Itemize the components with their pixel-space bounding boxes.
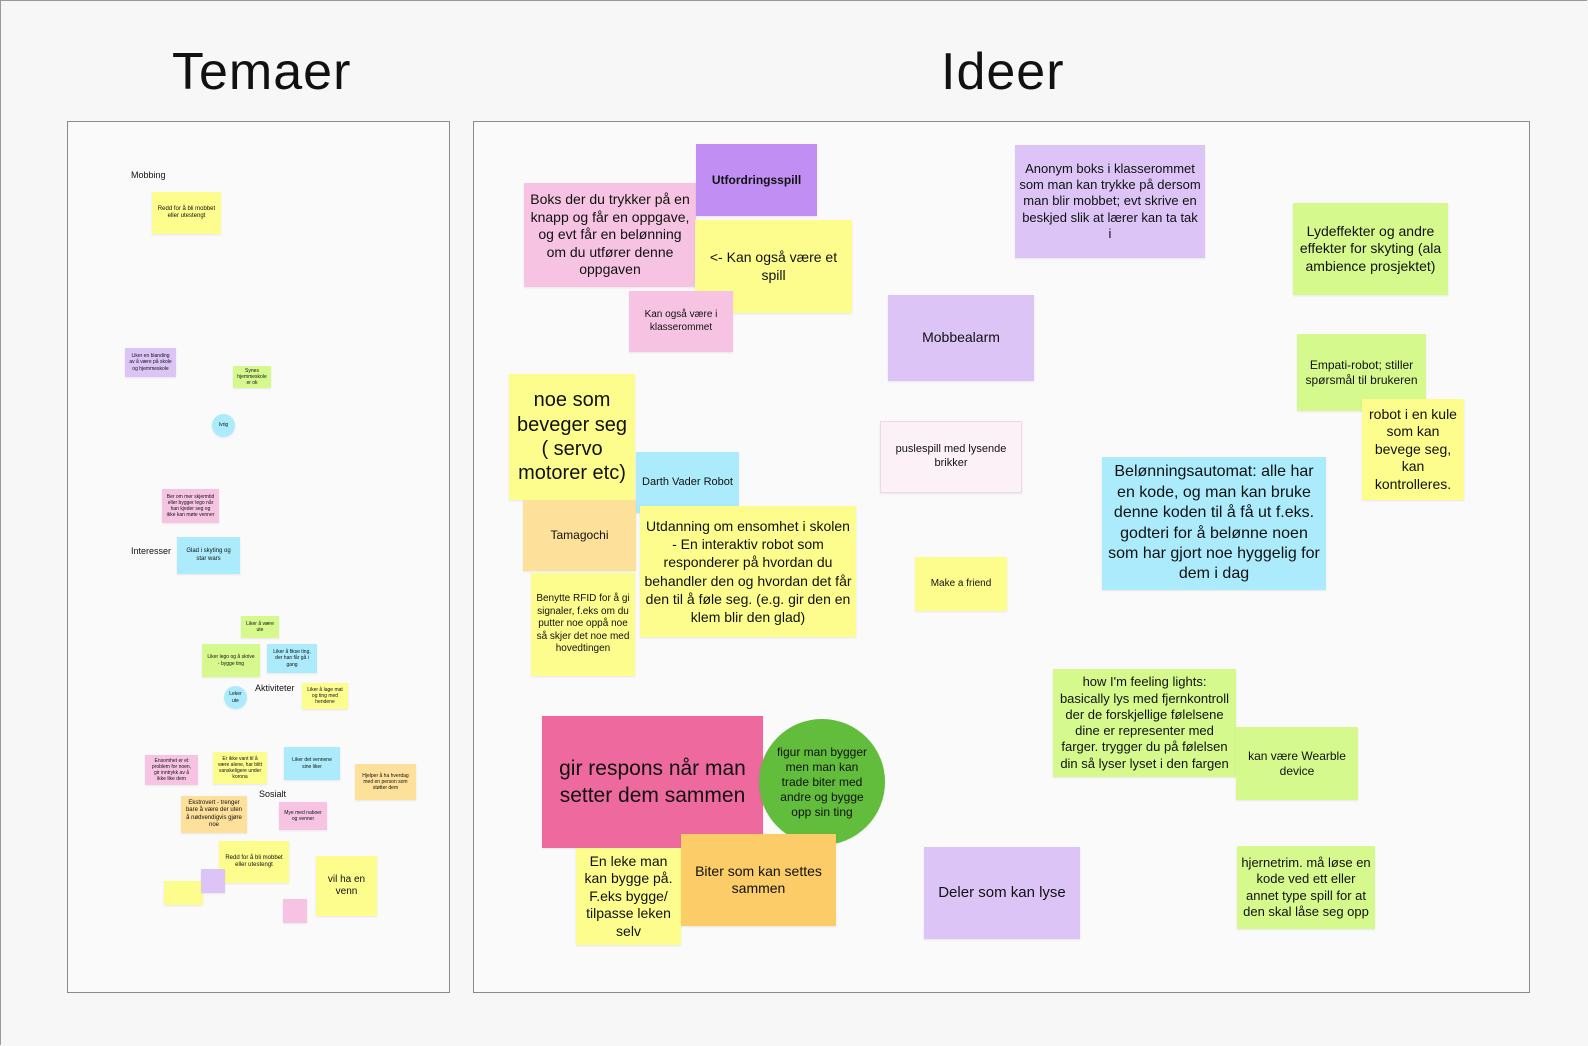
sticky-note[interactable]: Mye med naboer og venner [279, 802, 327, 830]
sticky-note[interactable]: Ensomhet er et problem for noen, gir inn… [145, 755, 198, 785]
sticky-note[interactable]: hjernetrim. må løse en kode ved ett elle… [1237, 846, 1375, 929]
sticky-note[interactable]: kan være Wearble device [1236, 727, 1358, 800]
heading-temaer: Temaer [172, 43, 352, 101]
sticky-note[interactable]: Liker å være ute [241, 616, 279, 638]
sticky-note[interactable]: Kan også være i klasserommet [629, 291, 733, 352]
sticky-note-empty[interactable] [164, 881, 203, 905]
sticky-note[interactable]: vil ha en venn [316, 856, 377, 916]
sticky-note[interactable]: Tamagochi [523, 500, 636, 571]
sticky-note[interactable]: Utfordringsspill [696, 144, 817, 216]
sticky-note[interactable]: Anonym boks i klasserommet som man kan t… [1015, 145, 1205, 258]
sticky-note[interactable]: Glad i skyting og star wars [177, 537, 240, 574]
sticky-note[interactable]: Boks der du trykker på en knapp og får e… [524, 183, 696, 287]
sticky-note[interactable]: Liker å lage mat og ting med hendene [302, 683, 348, 709]
sticky-note[interactable]: Liker det vennene sine liker [284, 747, 340, 780]
sticky-note[interactable]: Redd for å bli mobbet eller utestengt [219, 841, 289, 883]
sticky-note[interactable]: Utdanning om ensomhet i skolen - En inte… [640, 506, 856, 637]
label-aktiviteter: Aktiviteter [255, 683, 295, 693]
sticky-note[interactable]: gir respons når man setter dem sammen [542, 716, 763, 848]
sticky-note[interactable]: Synes hjemmeskole er ok [233, 366, 271, 388]
sticky-note[interactable]: Make a friend [915, 557, 1007, 611]
label-sosialt: Sosialt [259, 789, 287, 799]
sticky-note[interactable]: Redd for å bli mobbet eller utestengt [152, 192, 221, 234]
sticky-note[interactable]: puslespill med lysende brikker [880, 421, 1022, 493]
sticky-note[interactable]: Deler som kan lyse [924, 847, 1080, 939]
sticky-circle[interactable]: Leker ute [224, 686, 247, 709]
sticky-note[interactable]: Ekstrovert - trenger bare å være der ute… [181, 796, 247, 833]
label-mobbing: Mobbing [131, 170, 166, 180]
sticky-note[interactable]: Ber om mer skjermtid eller bygger lego n… [162, 489, 219, 523]
heading-ideer: Ideer [941, 43, 1065, 101]
sticky-note[interactable]: Liker å fikse ting, der han får gå i gan… [267, 644, 317, 673]
sticky-note[interactable]: Mobbealarm [888, 295, 1034, 381]
sticky-note[interactable]: Biter som kan settes sammen [681, 834, 836, 926]
sticky-note[interactable]: Empati-robot; stiller spørsmål til bruke… [1297, 334, 1426, 411]
sticky-circle[interactable]: Ivrig [212, 414, 235, 437]
sticky-note[interactable]: Darth Vader Robot [636, 452, 739, 513]
sticky-note[interactable]: Liker lego og å skrive - bygge ting [202, 644, 260, 677]
sticky-note[interactable]: noe som beveger seg ( servo motorer etc) [509, 374, 635, 500]
sticky-note[interactable]: how I'm feeling lights: basically lys me… [1053, 669, 1236, 777]
sticky-note[interactable]: Liker en blanding av å være på skole og … [125, 348, 176, 377]
sticky-note-empty[interactable] [201, 869, 225, 893]
sticky-note[interactable]: Er ikke vant til å være alene, har blitt… [213, 752, 267, 784]
sticky-circle[interactable]: figur man bygger men man kan trade biter… [759, 719, 885, 845]
sticky-note[interactable]: Benytte RFID for å gi signaler, f.eks om… [531, 573, 635, 676]
sticky-note[interactable]: En leke man kan bygge på. F.eks bygge/ t… [576, 848, 681, 945]
sticky-note[interactable]: Lydeffekter og andre effekter for skytin… [1293, 203, 1448, 295]
sticky-note[interactable]: robot i en kule som kan bevege seg, kan … [1362, 399, 1464, 500]
sticky-note[interactable]: Belønningsautomat: alle har en kode, og … [1102, 457, 1326, 590]
label-interesser: Interesser [131, 546, 172, 556]
sticky-note[interactable]: Hjelper å ha hverdag med en person som s… [355, 764, 416, 800]
sticky-note-empty[interactable] [283, 899, 307, 923]
